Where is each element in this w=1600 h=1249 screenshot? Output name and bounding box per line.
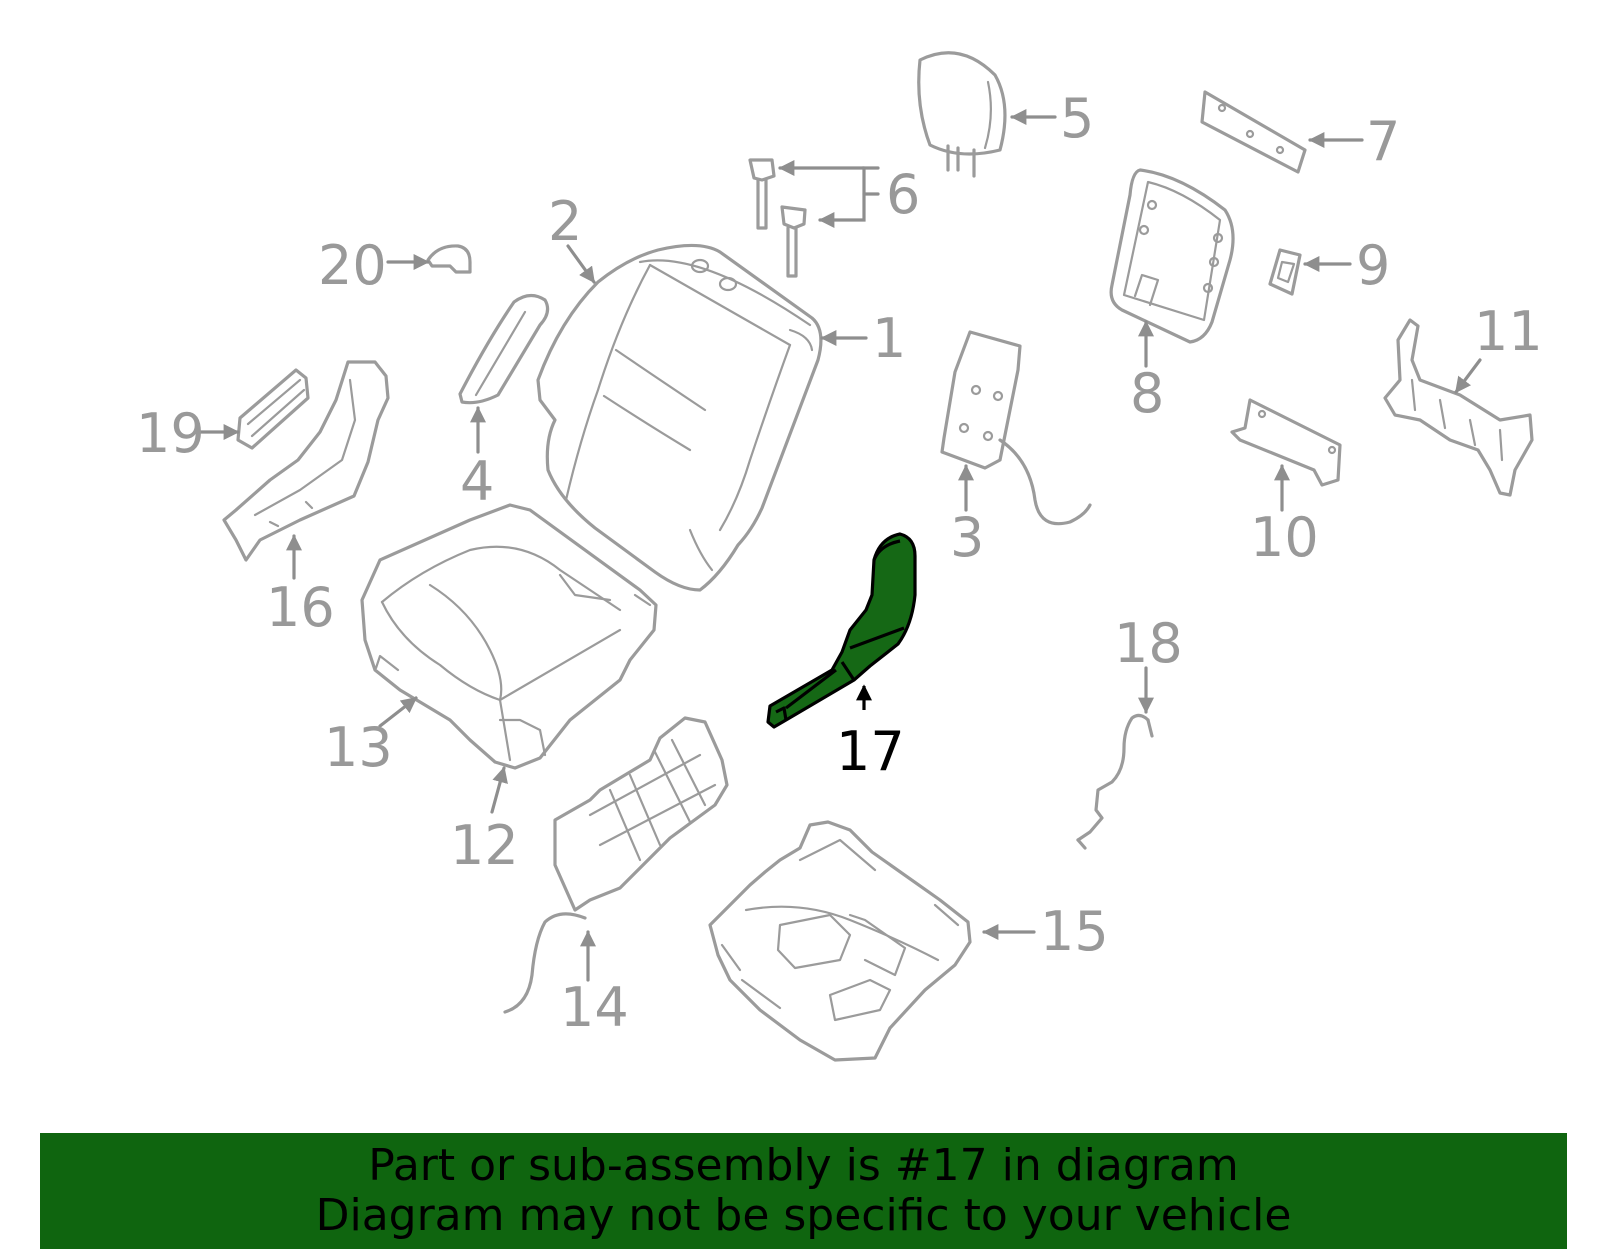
switch-knob-icon[interactable] <box>236 368 310 450</box>
seat-frame-icon[interactable] <box>708 820 972 1062</box>
armrest-trim-icon[interactable] <box>458 293 550 405</box>
frame-bracket-icon[interactable] <box>1383 318 1534 497</box>
seat-back-cover-icon[interactable] <box>536 243 823 592</box>
callout-10[interactable]: 10 <box>1250 506 1319 569</box>
leader-13 <box>378 696 418 728</box>
leader-2 <box>566 244 596 284</box>
banner-line-part-number: Part or sub-assembly is #17 in diagram <box>368 1140 1239 1191</box>
leader-11 <box>1454 358 1482 394</box>
info-banner: Part or sub-assembly is #17 in diagram D… <box>40 1133 1567 1249</box>
callout-19[interactable]: 19 <box>136 402 205 465</box>
heater-element-icon[interactable] <box>940 330 1092 526</box>
headrest-icon[interactable] <box>917 51 1007 178</box>
bracket-icon[interactable] <box>1230 398 1342 487</box>
callout-11[interactable]: 11 <box>1474 300 1543 363</box>
leader-12 <box>490 766 508 814</box>
callout-1[interactable]: 1 <box>872 307 906 370</box>
callout-14[interactable]: 14 <box>560 976 629 1039</box>
side-shield-icon[interactable] <box>222 360 390 562</box>
callout-7[interactable]: 7 <box>1366 110 1400 173</box>
callout-3[interactable]: 3 <box>950 506 984 569</box>
callout-4[interactable]: 4 <box>460 450 494 513</box>
back-panel-icon[interactable] <box>1109 168 1235 344</box>
headrest-guide-icon[interactable] <box>748 158 807 278</box>
callout-17[interactable]: 17 <box>836 720 905 783</box>
seat-cushion-icon[interactable] <box>360 503 658 770</box>
callout-12[interactable]: 12 <box>450 814 519 877</box>
callout-15[interactable]: 15 <box>1040 900 1109 963</box>
callout-13[interactable]: 13 <box>324 716 393 779</box>
leader-6 <box>778 160 880 228</box>
callout-8[interactable]: 8 <box>1130 362 1164 425</box>
callout-18[interactable]: 18 <box>1114 612 1183 675</box>
callout-20[interactable]: 20 <box>318 234 387 297</box>
clip-icon[interactable] <box>1268 248 1302 296</box>
callout-6[interactable]: 6 <box>886 163 920 226</box>
banner-line-disclaimer: Diagram may not be specific to your vehi… <box>315 1190 1292 1241</box>
callout-5[interactable]: 5 <box>1060 87 1094 150</box>
cushion-heater-icon[interactable] <box>503 716 729 1014</box>
wire-harness-icon[interactable] <box>1076 713 1154 850</box>
bracket-icon[interactable] <box>1200 90 1307 174</box>
callout-16[interactable]: 16 <box>266 576 335 639</box>
callout-9[interactable]: 9 <box>1356 234 1390 297</box>
side-cover-icon[interactable] <box>766 532 917 729</box>
callout-2[interactable]: 2 <box>548 190 582 253</box>
clip-icon[interactable] <box>426 244 472 274</box>
side-cover-edge <box>775 539 905 721</box>
